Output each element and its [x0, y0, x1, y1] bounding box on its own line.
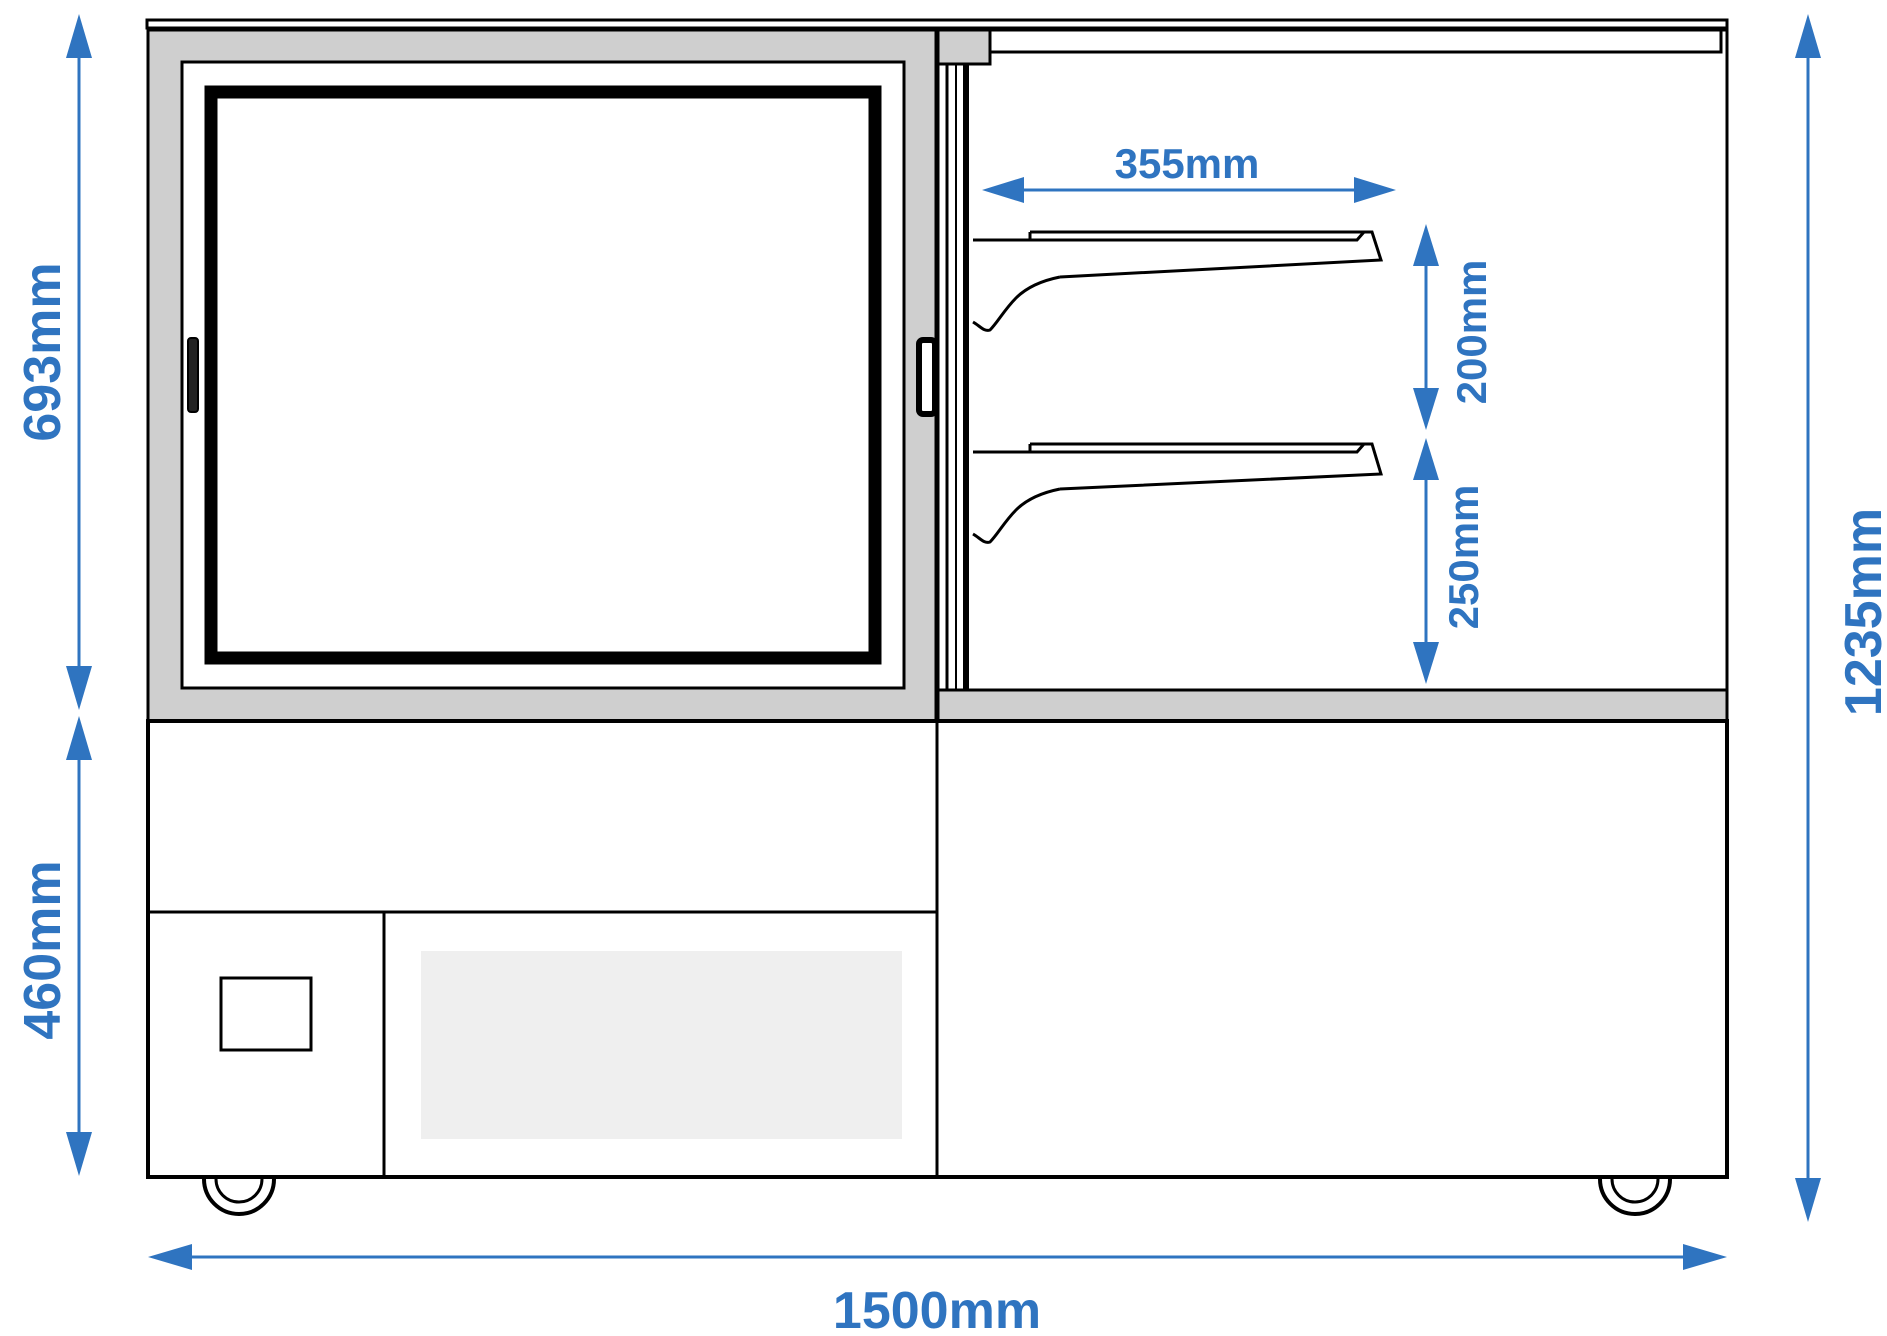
shelf-upper [972, 230, 1384, 332]
label-bottom-clearance: 250mm [1440, 485, 1487, 630]
dimension-shelf-spacing: 200mm [1413, 224, 1495, 430]
vent-grille [421, 951, 902, 1139]
left-door-handle [187, 337, 199, 413]
label-base-height: 460mm [14, 860, 72, 1039]
canopy-block [936, 28, 992, 66]
dimension-shelf-depth: 355mm [982, 140, 1396, 203]
cabinet-upper-section [145, 18, 1729, 723]
shelf-lower [972, 442, 1383, 544]
label-display-height: 693mm [14, 262, 72, 441]
wheel-left [202, 1178, 276, 1216]
dimension-total-width: 1500mm [148, 1244, 1727, 1336]
dimension-bottom-clearance: 250mm [1413, 438, 1487, 684]
canopy-strip [988, 28, 1723, 54]
label-total-height: 1235mm [1835, 508, 1887, 716]
cabinet-base [146, 719, 1729, 1179]
right-door-handle [916, 337, 938, 417]
label-shelf-spacing: 200mm [1448, 260, 1495, 405]
glass-pane [204, 85, 882, 665]
display-area [936, 28, 1729, 692]
display-sill [936, 688, 1729, 723]
wheel-right [1598, 1178, 1672, 1216]
label-total-width: 1500mm [833, 1282, 1041, 1336]
control-panel [219, 976, 313, 1052]
dimension-total-height: 1235mm [1795, 14, 1887, 1222]
dimension-base-height: 460mm [14, 716, 92, 1176]
cabinet-top-edge [145, 18, 1729, 30]
label-shelf-depth: 355mm [1115, 140, 1260, 187]
dimension-display-height: 693mm [14, 14, 92, 710]
